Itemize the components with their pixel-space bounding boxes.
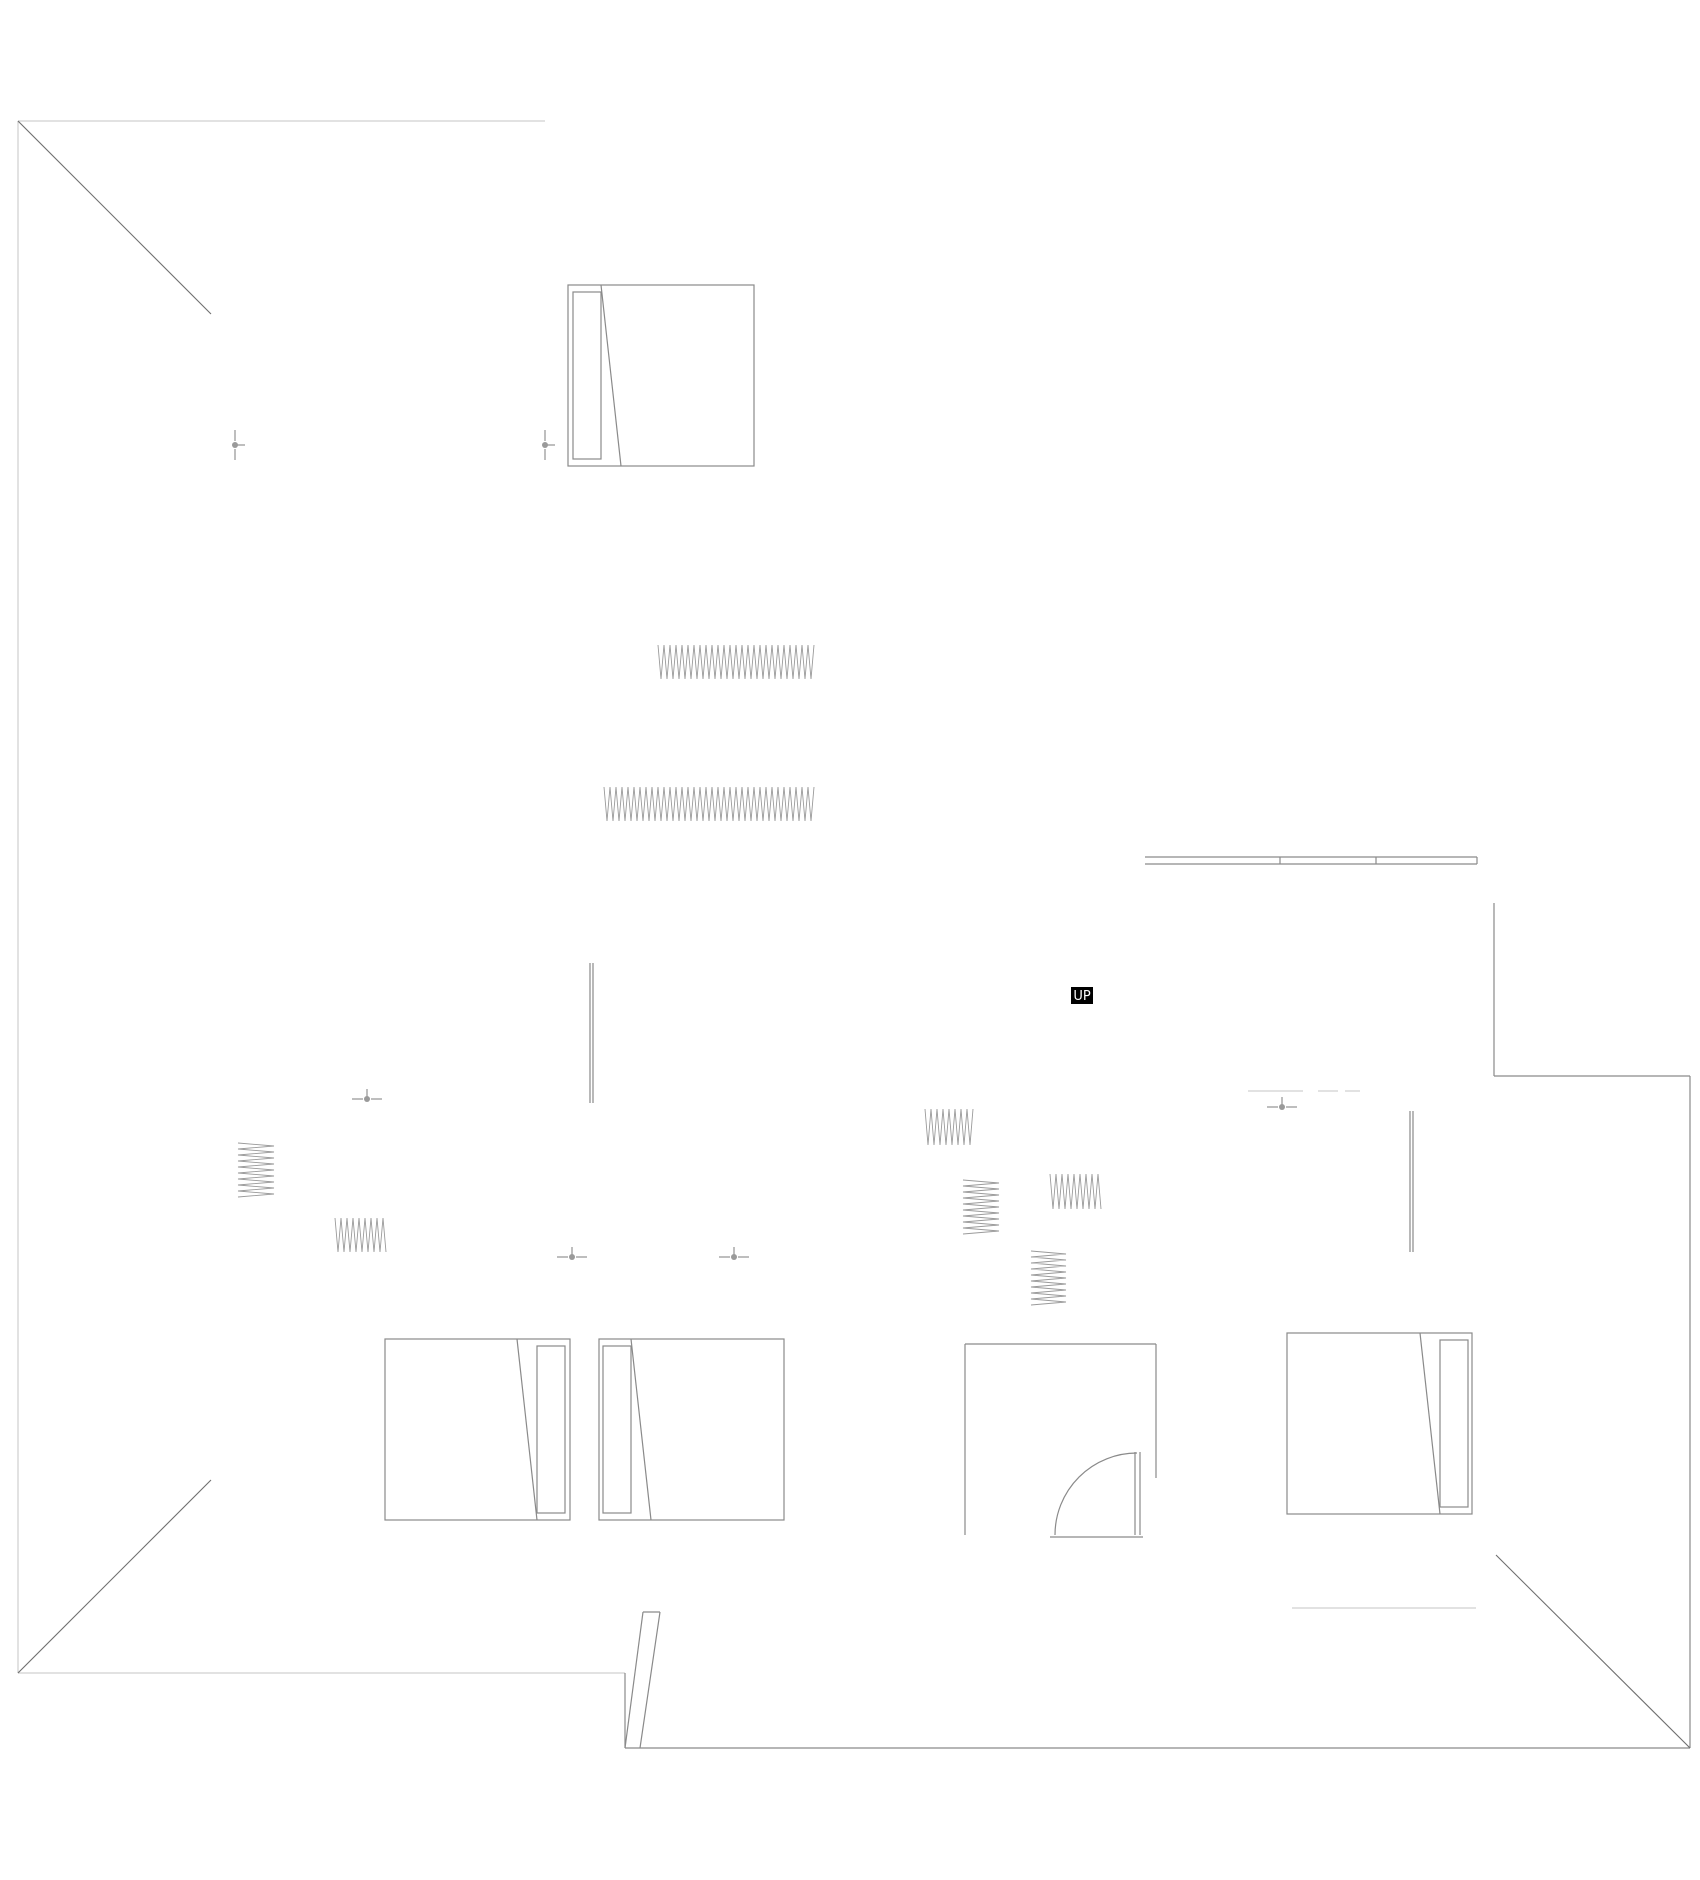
stair-label-badge: UP bbox=[1071, 987, 1093, 1004]
hatch-zigzag bbox=[657, 644, 815, 680]
hatch-zigzag bbox=[603, 786, 815, 822]
hatch-zigzag bbox=[962, 1179, 1000, 1235]
stair-up-label: UP bbox=[1073, 989, 1091, 1004]
faint-lines bbox=[1248, 1090, 1476, 1609]
light-fixture bbox=[719, 1247, 749, 1260]
hatch-zigzag bbox=[237, 1142, 275, 1198]
light-fixture bbox=[352, 1089, 382, 1102]
bathroom bbox=[964, 1343, 1157, 1538]
outer-walls bbox=[17, 120, 1691, 1749]
bed-top bbox=[567, 284, 755, 467]
hatch-zigzag bbox=[1049, 1173, 1102, 1210]
hatch-zigzag bbox=[334, 1217, 387, 1253]
roof-hip-lines bbox=[17, 120, 1691, 1749]
bed-bottom-right bbox=[1286, 1332, 1473, 1515]
light-fixture bbox=[1267, 1097, 1297, 1110]
door-swing bbox=[1054, 1452, 1138, 1536]
bed-bottom-center bbox=[598, 1338, 785, 1521]
light-fixture bbox=[542, 430, 555, 460]
hatch-patches bbox=[237, 644, 1102, 1306]
bed-bottom-left bbox=[384, 1338, 571, 1521]
hatch-zigzag bbox=[924, 1108, 974, 1146]
light-fixtures bbox=[232, 430, 1297, 1260]
light-fixture bbox=[557, 1247, 587, 1260]
light-fixture bbox=[232, 430, 245, 460]
hatch-zigzag bbox=[1030, 1250, 1067, 1306]
closet-rods bbox=[589, 963, 1414, 1252]
